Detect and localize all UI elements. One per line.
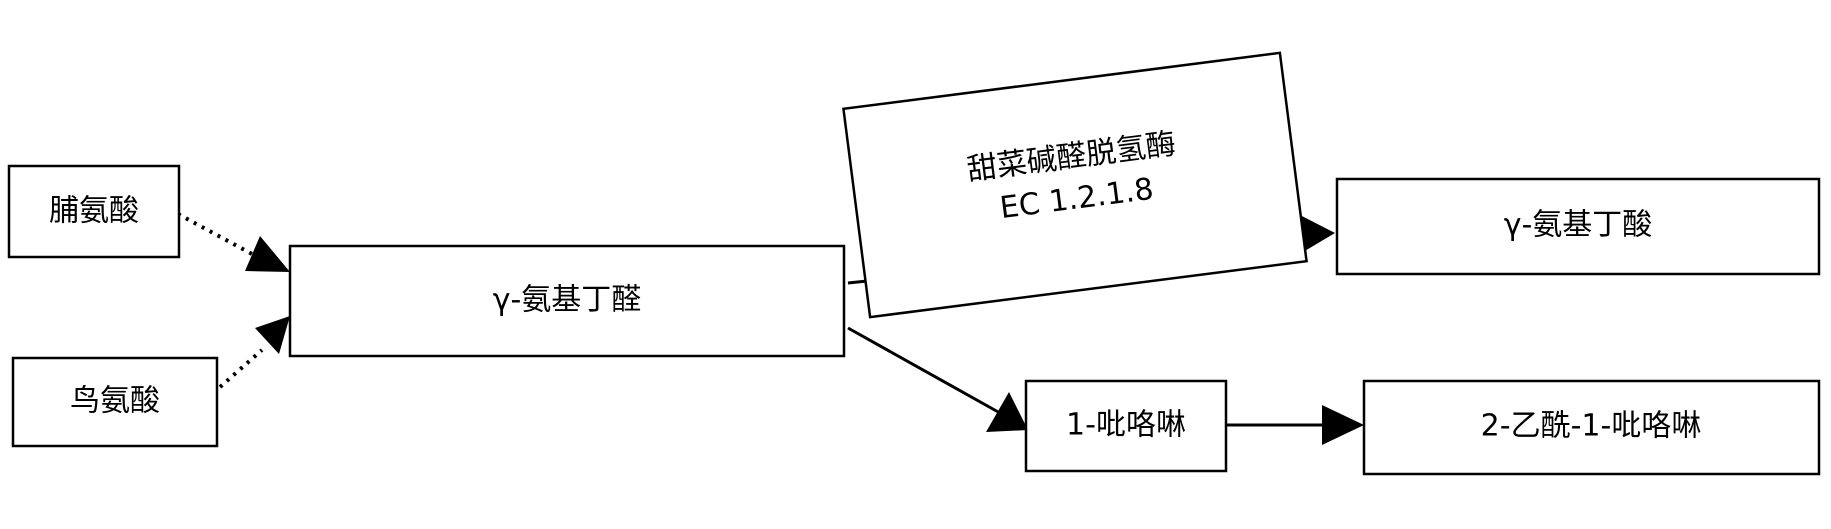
- node-aminobutanal-box: [288, 244, 846, 358]
- node-acetyl-pyrroline-box: [1362, 379, 1821, 476]
- node-aminobutyric-acid-box: [1335, 177, 1821, 276]
- node-pyrroline-label: 1-吡咯啉: [1066, 408, 1186, 443]
- edge-ornithine-to-aminobutanal: [218, 348, 264, 389]
- node-ornithine: 鸟氨酸: [11, 356, 219, 448]
- node-acetyl-pyrroline: 2-乙酰-1-吡咯啉: [1362, 379, 1821, 476]
- arrowhead-proline-edge: [245, 236, 290, 272]
- arrowhead-ornithine-edge: [255, 316, 290, 354]
- edge-proline-to-aminobutanal: [177, 212, 253, 256]
- arrowhead-acetyl-pyrroline-edge: [1322, 405, 1364, 445]
- edge-aminobutanal-to-pyrroline: [847, 326, 1001, 415]
- node-ornithine-box: [11, 356, 219, 448]
- arrowhead-aminobutyric-acid-edge: [1296, 213, 1335, 255]
- node-aminobutanal: γ-氨基丁醛: [288, 244, 846, 358]
- arrowhead-pyrroline-edge: [986, 392, 1028, 432]
- node-pyrroline: 1-吡咯啉: [1024, 379, 1228, 473]
- node-acetyl-pyrroline-label: 2-乙酰-1-吡咯啉: [1481, 409, 1702, 444]
- enzyme-box-frame: [842, 51, 1308, 319]
- node-proline-label: 脯氨酸: [49, 194, 139, 229]
- enzyme-box: 甜菜碱醛脱氢酶 EC 1.2.1.8: [842, 51, 1308, 319]
- node-proline-box: [7, 164, 181, 259]
- node-ornithine-label: 鸟氨酸: [70, 384, 160, 419]
- node-aminobutyric-acid-label: γ-氨基丁酸: [1504, 208, 1653, 243]
- node-proline: 脯氨酸: [7, 164, 181, 259]
- node-aminobutyric-acid: γ-氨基丁酸: [1335, 177, 1821, 276]
- node-pyrroline-box: [1024, 379, 1228, 473]
- node-aminobutanal-label: γ-氨基丁醛: [493, 283, 642, 318]
